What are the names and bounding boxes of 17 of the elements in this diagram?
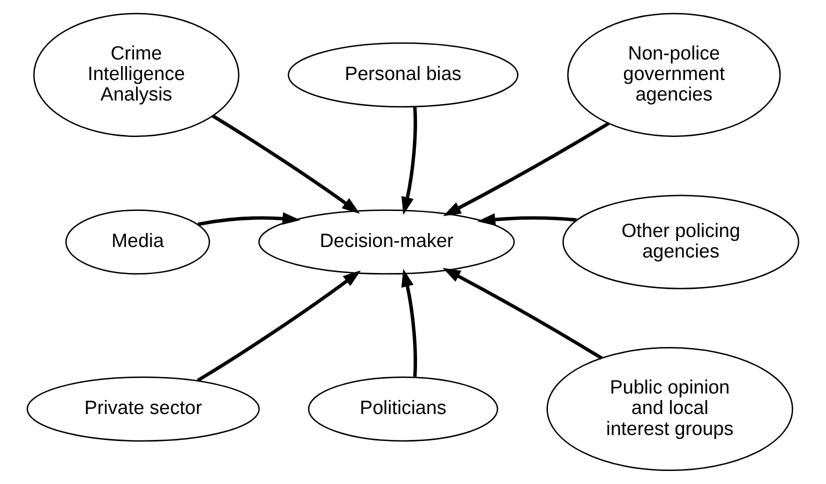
node-ellipse: Politicians — [308, 376, 498, 442]
arrow — [198, 212, 300, 226]
arrow — [212, 114, 360, 214]
node-ellipse: Media — [65, 209, 210, 275]
node-ellipse: Public opinion and local interest groups — [546, 347, 794, 472]
node-ellipse: Decision-maker — [258, 209, 515, 275]
node-ellipse: Non-police government agencies — [567, 12, 781, 137]
node-ellipse: Personal bias — [288, 42, 518, 108]
arrow — [401, 268, 418, 377]
arrow — [443, 122, 610, 216]
node-ellipse: Private sector — [26, 376, 260, 442]
arrow — [196, 270, 361, 382]
node-ellipse: Crime Intelligence Analysis — [33, 12, 240, 137]
arrow — [477, 213, 577, 226]
node-ellipse: Other policing agencies — [562, 194, 800, 290]
arrow — [401, 107, 418, 215]
arrow — [442, 268, 603, 360]
